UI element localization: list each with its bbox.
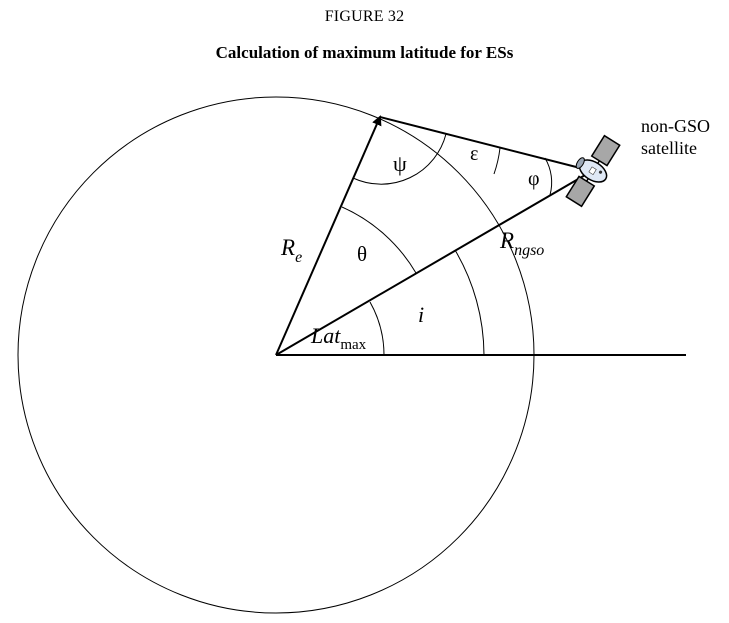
theta-label: θ bbox=[357, 242, 367, 266]
phi-label: φ bbox=[528, 168, 540, 190]
psi-arc bbox=[352, 133, 447, 185]
es-to-satellite-line bbox=[379, 116, 593, 172]
psi-label: ψ bbox=[393, 151, 407, 176]
earth-radius-label-main: R bbox=[280, 235, 295, 260]
ngso-radius-label-sub: ngso bbox=[514, 242, 544, 259]
earth-radius-vector bbox=[275, 115, 382, 356]
epsilon-label: ε bbox=[470, 143, 478, 165]
lat-max-label-main: Lat bbox=[310, 323, 341, 348]
earth-radius-label-sub: e bbox=[295, 249, 302, 266]
satellite-caption-line1: non-GSO bbox=[641, 116, 710, 136]
epsilon-arc bbox=[493, 147, 501, 175]
lat-max-label-sub: max bbox=[340, 337, 366, 353]
lat-max-label: Latmax bbox=[310, 323, 367, 353]
ngso-radius-label-main: R bbox=[499, 228, 514, 253]
theta-arc bbox=[341, 206, 417, 274]
figure-number: FIGURE 32 bbox=[324, 8, 405, 25]
satellite-icon bbox=[565, 134, 621, 208]
ngso-radius-line bbox=[275, 170, 593, 356]
inclination-arc bbox=[454, 249, 485, 356]
satellite-caption-line2: satellite bbox=[641, 138, 697, 158]
phi-arc bbox=[544, 157, 553, 196]
inclination-label: i bbox=[418, 302, 424, 327]
ngso-radius-label: Rngso bbox=[499, 228, 544, 259]
earth-radius-label: Re bbox=[280, 235, 302, 266]
lat-max-arc bbox=[369, 301, 385, 356]
figure-title: Calculation of maximum latitude for ESs bbox=[215, 43, 514, 62]
